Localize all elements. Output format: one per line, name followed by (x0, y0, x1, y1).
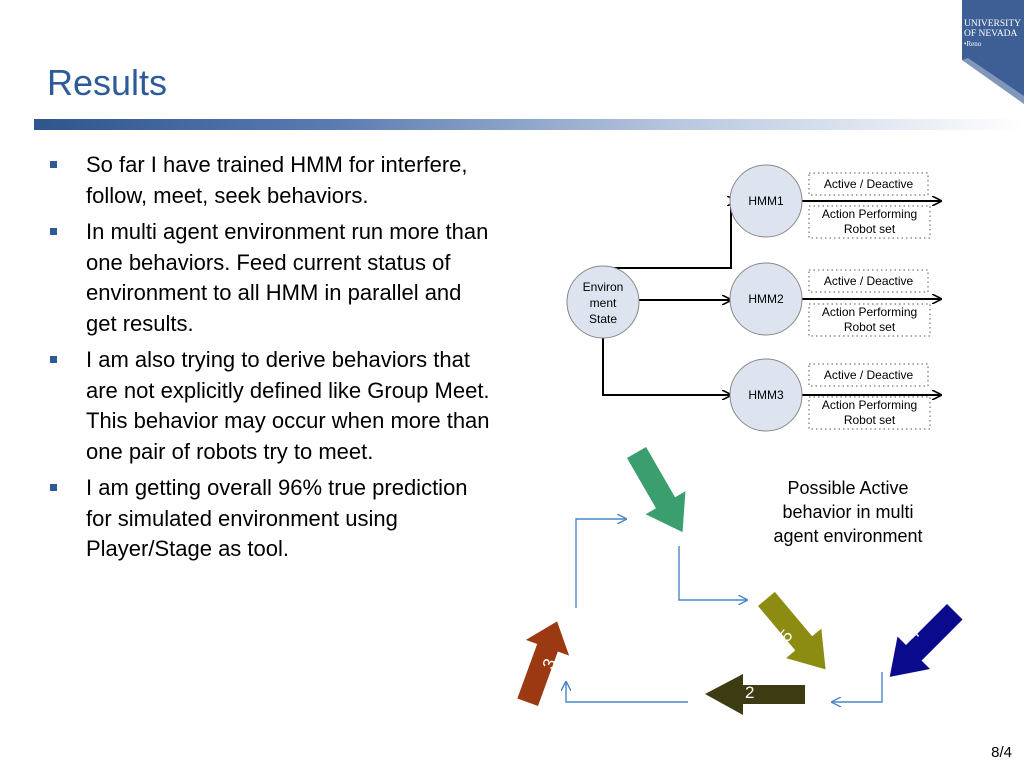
action-line-2: Robot set (843, 320, 896, 334)
bullet-text: In multi agent environment run more than… (86, 219, 489, 336)
active-box-1 (808, 172, 929, 196)
bullet-marker (50, 161, 57, 168)
block-arrow-1 (627, 447, 686, 533)
bullet-item: So far I have trained HMM for interfere,… (50, 150, 490, 211)
action-box-2 (808, 303, 931, 337)
bullet-list: So far I have trained HMM for interfere,… (50, 150, 490, 571)
bullet-item: I am also trying to derive behaviors tha… (50, 345, 490, 467)
active-label-2: Active / Deactive (823, 274, 914, 288)
hmm3-label: HMM3 (748, 388, 784, 402)
bullet-marker (50, 228, 57, 235)
block-arrow-4 (889, 604, 963, 677)
action-label-1: Action Performing Robot set (809, 207, 930, 237)
university-logo (958, 0, 1024, 104)
env-line-2: ment (589, 296, 617, 310)
logo-line-2: OF NEVADA (964, 29, 1018, 39)
logo-line-1: UNIVERSITY (964, 19, 1021, 29)
bullet-marker (50, 356, 57, 363)
env-line-1: Environ (582, 280, 624, 294)
action-line-2: Robot set (843, 413, 896, 427)
title-underline-bar (34, 119, 1024, 130)
action-label-2: Action Performing Robot set (809, 305, 930, 335)
environment-state-label: Environ ment State (567, 279, 639, 327)
environment-state-node (566, 265, 640, 339)
arrow-2-label: 2 (745, 683, 755, 702)
env-line-3: State (588, 312, 618, 326)
hmm1-node (729, 164, 803, 238)
bullet-item: I am getting overall 96% true prediction… (50, 473, 490, 565)
action-box-1 (808, 205, 931, 239)
slide-title: Results (47, 62, 168, 103)
connector-1-to-5 (678, 546, 747, 600)
active-label-1: Active / Deactive (823, 177, 914, 191)
bullet-item: In multi agent environment run more than… (50, 217, 490, 339)
action-line-1: Action Performing (821, 398, 918, 412)
behavior-connectors (566, 519, 883, 703)
behavior-caption: Possible Active behavior in multi agent … (773, 478, 923, 546)
action-line-2: Robot set (843, 222, 896, 236)
bullet-marker (50, 484, 57, 491)
page-number: 8/4 (991, 744, 1012, 761)
bullet-text: I am also trying to derive behaviors tha… (86, 347, 490, 464)
block-arrow-5 (758, 591, 826, 670)
output-boxes (808, 172, 931, 430)
block-arrow-3 (517, 621, 570, 706)
logo-line-3: •Reno (964, 40, 982, 48)
active-box-3 (808, 363, 929, 387)
action-box-3 (808, 396, 931, 430)
action-line-1: Action Performing (821, 207, 918, 221)
connector-to-hmm1 (603, 201, 736, 269)
bullet-text: I am getting overall 96% true prediction… (86, 475, 468, 561)
active-label-3: Active / Deactive (823, 368, 914, 382)
connector-4-to-2 (832, 672, 883, 702)
hmm-nodes (566, 164, 803, 432)
connector-to-hmm3 (602, 337, 731, 395)
hmm2-label: HMM2 (748, 292, 784, 306)
hmm1-label: HMM1 (748, 194, 784, 208)
action-line-1: Action Performing (821, 305, 918, 319)
connector-3-to-1 (575, 519, 626, 608)
hmm2-node (729, 262, 803, 336)
action-label-3: Action Performing Robot set (809, 398, 930, 428)
block-arrow-2 (705, 674, 805, 715)
logo-text: UNIVERSITY OF NEVADA •Reno (964, 19, 1021, 49)
bullet-text: So far I have trained HMM for interfere,… (86, 152, 468, 208)
active-box-2 (808, 269, 929, 293)
hmm3-node (729, 358, 803, 432)
connector-2-to-3 (566, 682, 688, 703)
